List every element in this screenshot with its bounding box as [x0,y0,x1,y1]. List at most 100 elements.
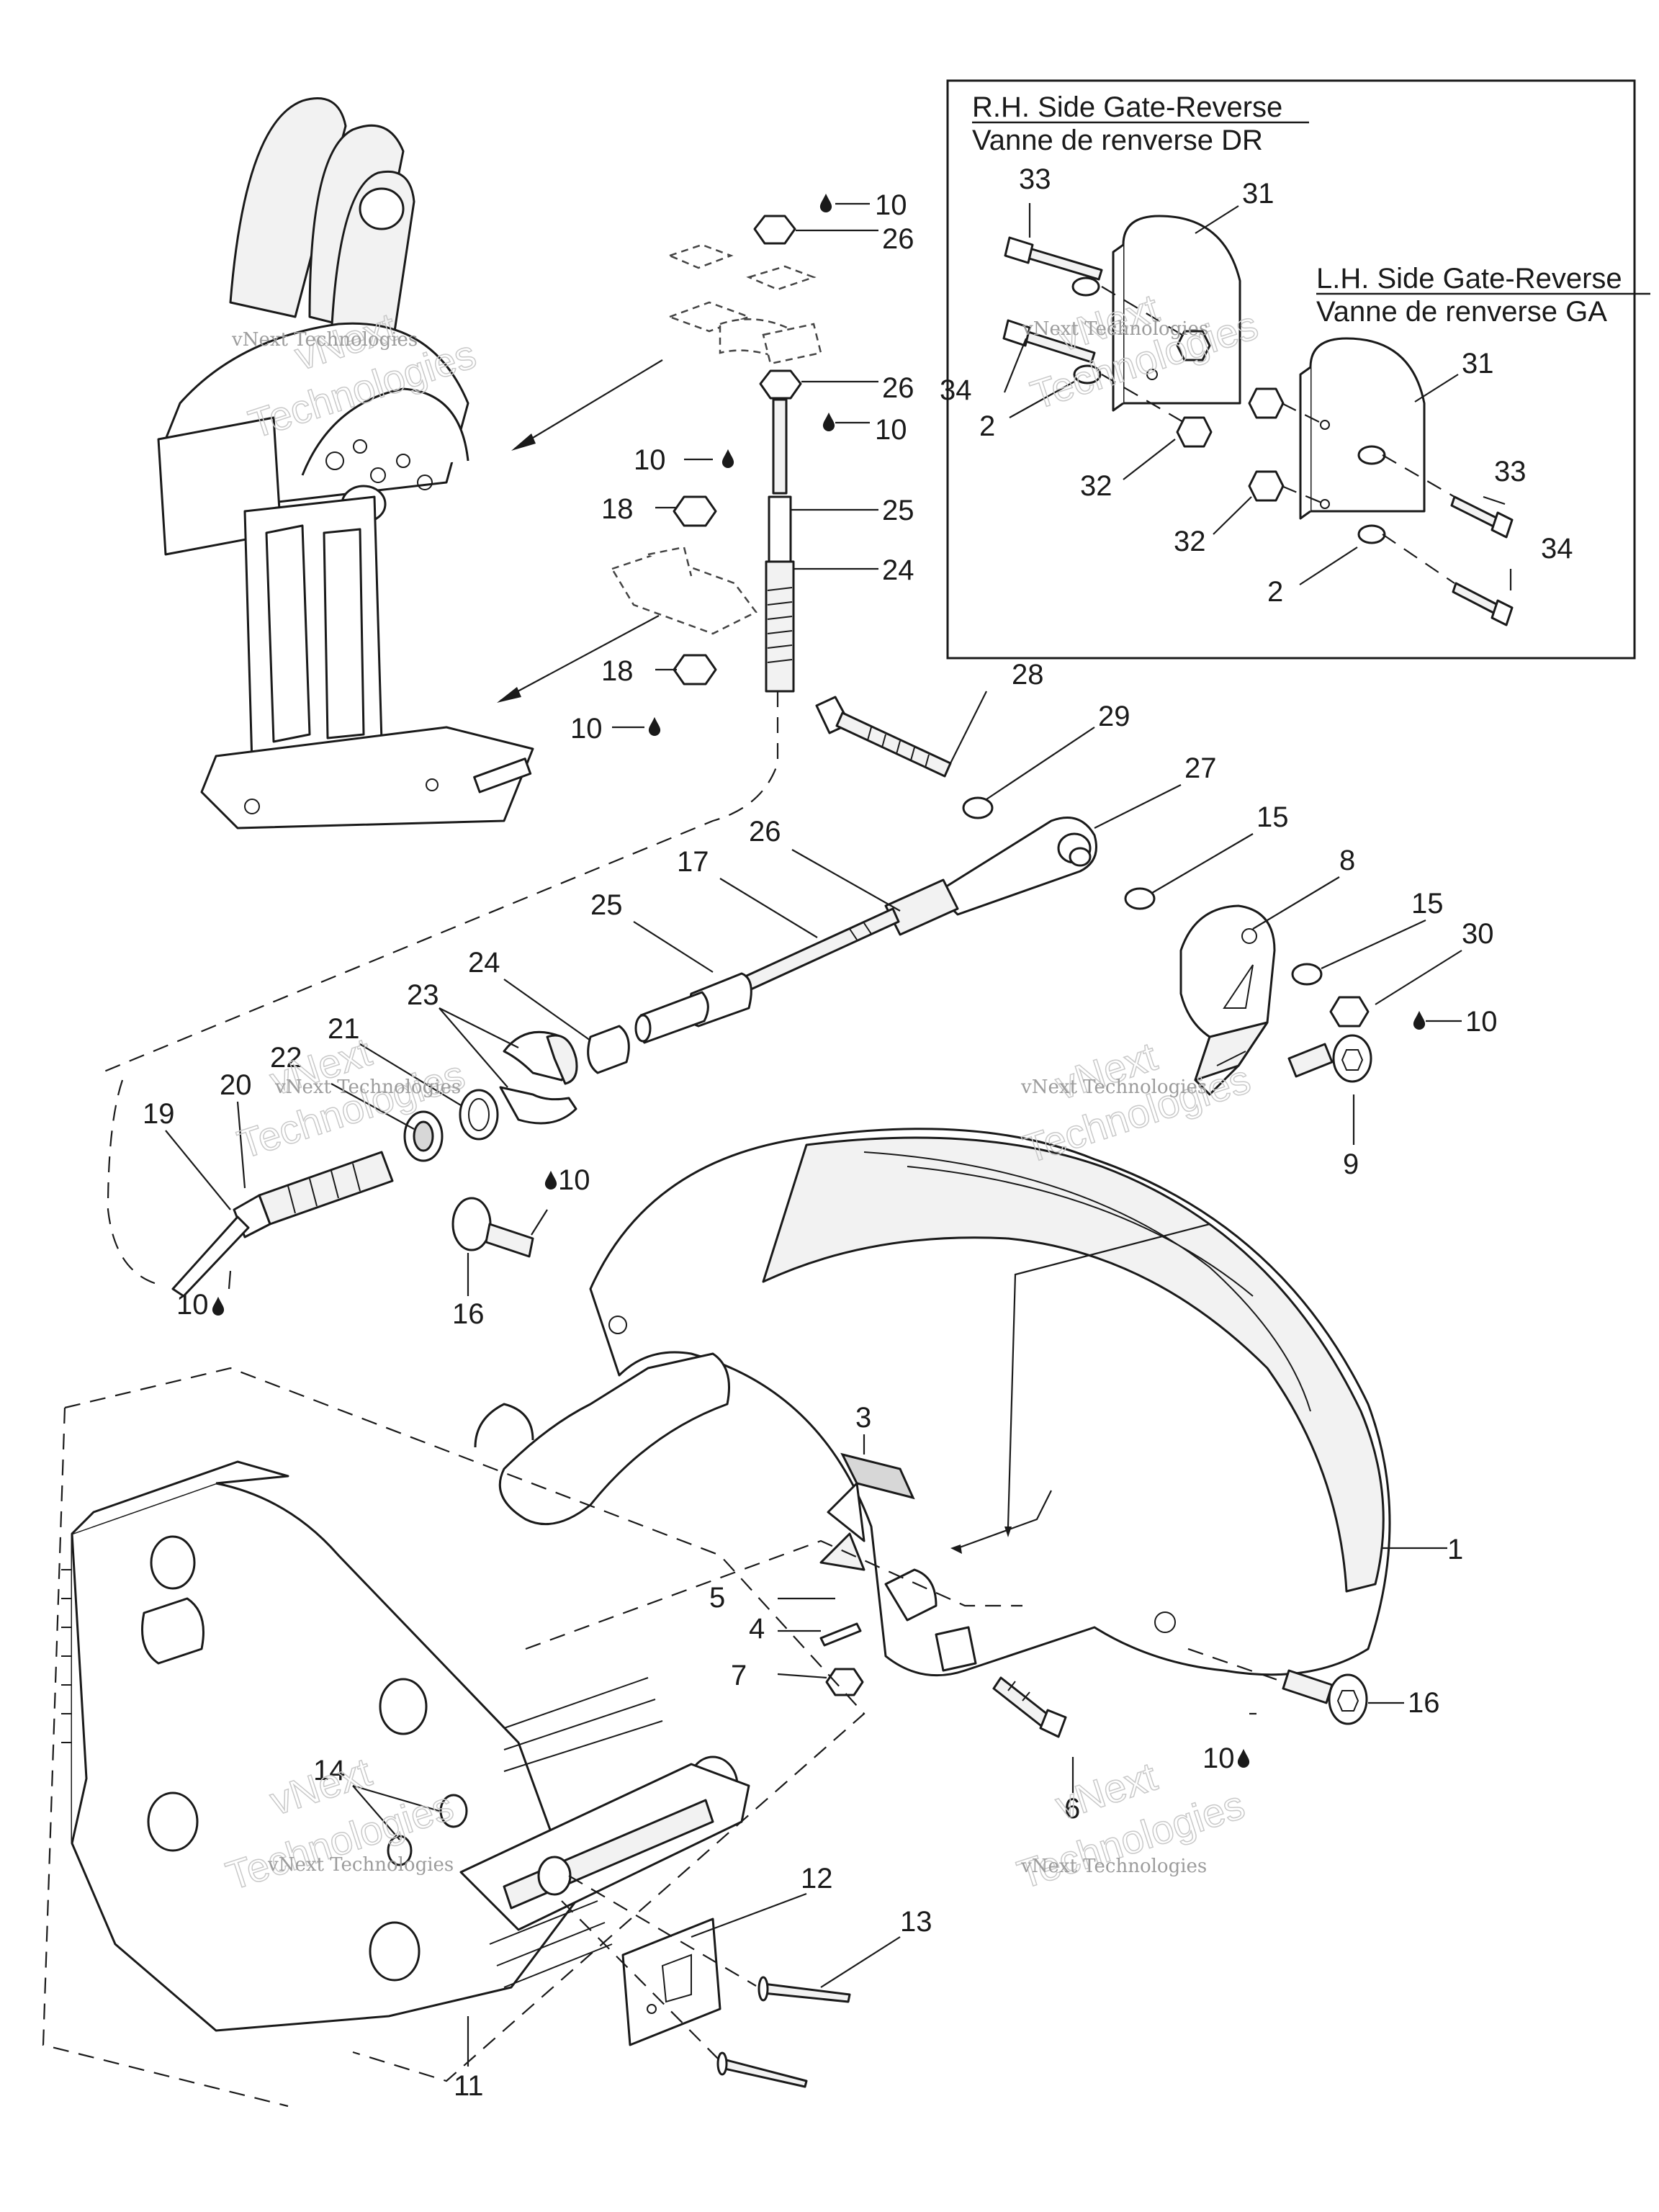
spring-5 [819,1532,866,1571]
label-31: 31 [1242,178,1274,210]
label-10: 10 [1465,1006,1498,1038]
label-26: 26 [882,372,914,404]
label-25: 25 [590,889,623,921]
bushing-24 [587,1025,630,1074]
rh-gate-plate [1122,215,1241,405]
block [935,1626,977,1672]
watermark-text: vNext Technologies [274,1076,461,1098]
label-30: 30 [1462,918,1494,950]
lh-subtitle: Vanne de renverse GA [1316,296,1607,328]
washer-15-b [1291,963,1323,986]
bracket-8 [1179,904,1276,1096]
bolt-16-upper-head [451,1197,492,1251]
label-34: 34 [1541,533,1573,565]
watermark-text: vNext Technologies [1020,1076,1207,1098]
oil-drop-icon [721,449,734,468]
nut-18-top [673,495,717,527]
label-15: 15 [1411,888,1444,920]
cable-19 [171,1215,250,1298]
bolt-9-head [1332,1034,1372,1083]
nut-32-rh-top [1176,330,1211,361]
oil-drop-icon [1413,1010,1426,1030]
bolt-9 [1287,1043,1334,1078]
clip-3 [840,1452,915,1500]
label-10: 10 [176,1289,209,1321]
label-2: 2 [979,410,995,442]
split-bushing-bottom [499,1086,577,1125]
inset-gate-reverse: R.H. Side Gate-Reverse Vanne de renverse… [946,79,1650,660]
nut-32-rh [1176,416,1213,448]
sleeve-24 [765,560,795,693]
label-22: 22 [270,1042,302,1074]
bushing-14-b [387,1835,413,1866]
nut-32-lh-top [1248,387,1285,419]
label-9: 9 [1343,1148,1359,1180]
label-13: 13 [900,1906,932,1938]
label-29: 29 [1098,701,1130,732]
cable-end-stack [100,215,822,1074]
washer-15-a [1124,887,1156,910]
cable-linkage [107,696,1372,1298]
label-24: 24 [468,947,500,979]
leader-lines [165,202,1462,2067]
watermark-text: vNext Technologies [231,329,418,351]
washer-2-rh [1073,364,1102,385]
label-8: 8 [1339,845,1355,876]
washer-2-lh [1357,524,1386,544]
label-10: 10 [634,444,666,476]
label-1: 1 [1447,1534,1463,1565]
washer-29 [962,796,994,819]
rivet-13-a [762,1982,851,2003]
washer-rh [1071,276,1100,297]
ghost-bracket-top [667,243,822,365]
label-25: 25 [882,495,914,526]
boss-1 [150,1535,196,1590]
cable-connector-26 [884,878,959,936]
label-26: 26 [749,816,781,848]
label-7: 7 [731,1660,747,1691]
nut-32-lh [1248,470,1285,502]
reverse-gate [474,1128,1391,1738]
control-lever-assembly [157,97,534,830]
oil-drop-icon [1237,1748,1250,1768]
label-17: 17 [677,846,709,878]
label-11: 11 [454,2070,484,2102]
label-18: 18 [601,655,634,687]
label-16: 16 [1408,1687,1440,1719]
assembly-arrows [497,359,663,703]
label-32: 32 [1174,526,1206,557]
label-3: 3 [855,1402,871,1434]
label-10: 10 [558,1164,590,1196]
plate-12 [621,1917,721,2046]
lh-gate-plate [1309,337,1426,513]
bolt-16-lower [1282,1669,1334,1704]
nut-26-lower [759,369,802,400]
label-24: 24 [882,554,914,586]
label-10: 10 [570,713,603,745]
nut-26-top [753,215,796,245]
boss-3 [147,1791,199,1852]
label-31: 31 [1462,348,1494,379]
callout-labels: 33 31 34 2 32 31 33 32 34 2 10 26 26 10 … [143,163,1573,2102]
boss-4 [369,1921,421,1982]
watermark-text: vNext Technologies [1022,318,1208,340]
label-12: 12 [801,1863,833,1894]
nut-30 [1329,996,1370,1028]
rod-end-27 [935,817,1097,916]
label-34: 34 [940,374,972,406]
rh-title: R.H. Side Gate-Reverse [972,91,1282,123]
oil-drop-icon [648,716,661,736]
nut-7 [825,1668,864,1696]
gate-clip [884,1568,938,1622]
watermark-text: vNext Technologies [1020,1856,1207,1877]
nozzle-housing [42,1367,866,2108]
lever-1 [229,97,347,318]
label-10: 10 [875,189,907,221]
oil-drop-icon [819,193,832,212]
label-5: 5 [709,1582,725,1614]
boss-2 [379,1678,428,1735]
label-33: 33 [1494,456,1527,487]
sleeve-25 [768,495,792,563]
gate-arm [498,1352,730,1526]
